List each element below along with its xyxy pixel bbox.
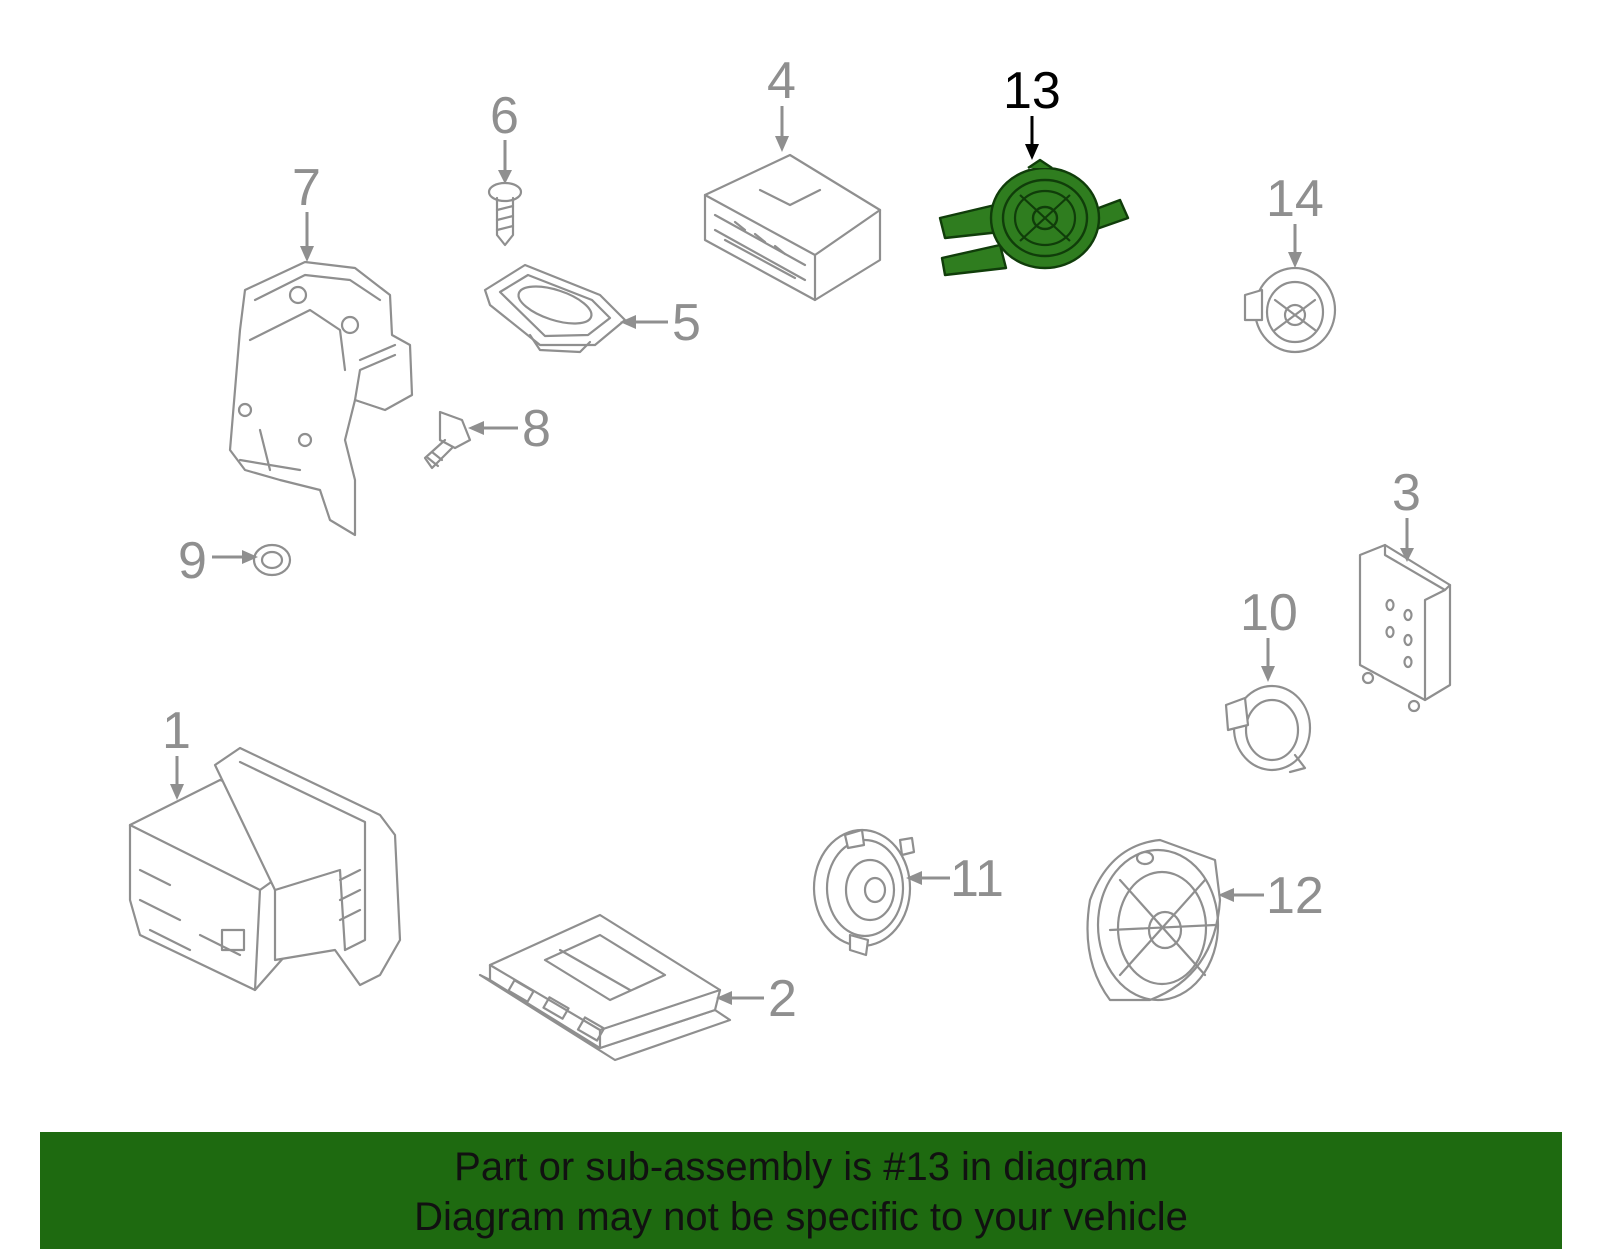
callout-label-9: 9: [178, 532, 207, 590]
callout-label-12: 12: [1266, 867, 1324, 925]
part-5-oval-speaker[interactable]: [483, 263, 627, 354]
callout-7: 7: [292, 159, 321, 262]
part-8-bolt[interactable]: [423, 410, 472, 470]
callout-label-13: 13: [1003, 62, 1061, 120]
part-12-large-speaker[interactable]: [1086, 838, 1222, 1002]
callout-2: 2: [716, 970, 797, 1028]
part-10-small-speaker[interactable]: [1224, 684, 1312, 774]
callout-1: 1: [162, 702, 191, 800]
callout-12: 12: [1218, 867, 1324, 925]
callout-label-11: 11: [950, 850, 1004, 908]
callout-label-10: 10: [1240, 584, 1298, 642]
callout-8: 8: [468, 400, 551, 458]
callout-4: 4: [767, 52, 796, 152]
parts-diagram: 7 6 5 8 9: [128, 52, 1452, 1062]
part-4-radio-unit[interactable]: [703, 153, 882, 302]
callout-10: 10: [1240, 584, 1298, 682]
callout-5: 5: [620, 294, 701, 352]
callout-label-6: 6: [490, 87, 519, 145]
callout-label-7: 7: [292, 159, 321, 217]
part-3-module[interactable]: [1358, 543, 1452, 713]
part-11-speaker[interactable]: [812, 828, 916, 957]
part-6-screw[interactable]: [487, 181, 523, 247]
callout-14: 14: [1266, 170, 1324, 268]
part-14-tweeter[interactable]: [1243, 266, 1337, 354]
callout-6: 6: [490, 87, 519, 184]
callout-9: 9: [178, 532, 258, 590]
callout-label-4: 4: [767, 52, 796, 110]
banner-line-part: Part or sub-assembly is #13 in diagram: [454, 1145, 1148, 1189]
callout-label-14: 14: [1266, 170, 1324, 228]
callout-label-3: 3: [1392, 464, 1421, 522]
part-7-bracket[interactable]: [228, 260, 414, 537]
part-9-grommet[interactable]: [252, 543, 292, 577]
callout-label-8: 8: [522, 400, 551, 458]
callout-label-5: 5: [672, 294, 701, 352]
callout-11: 11: [906, 850, 1004, 908]
part-13-speaker-highlighted[interactable]: [938, 158, 1130, 277]
info-banner: Part or sub-assembly is #13 in diagram D…: [40, 1132, 1562, 1249]
part-1-head-unit[interactable]: [128, 746, 402, 992]
callout-label-2: 2: [768, 970, 797, 1028]
callout-3: 3: [1392, 464, 1421, 562]
callout-label-1: 1: [162, 702, 191, 760]
banner-line-disclaimer: Diagram may not be specific to your vehi…: [414, 1195, 1188, 1239]
callout-13: 13: [1003, 62, 1061, 160]
part-2-control-module[interactable]: [478, 913, 732, 1062]
